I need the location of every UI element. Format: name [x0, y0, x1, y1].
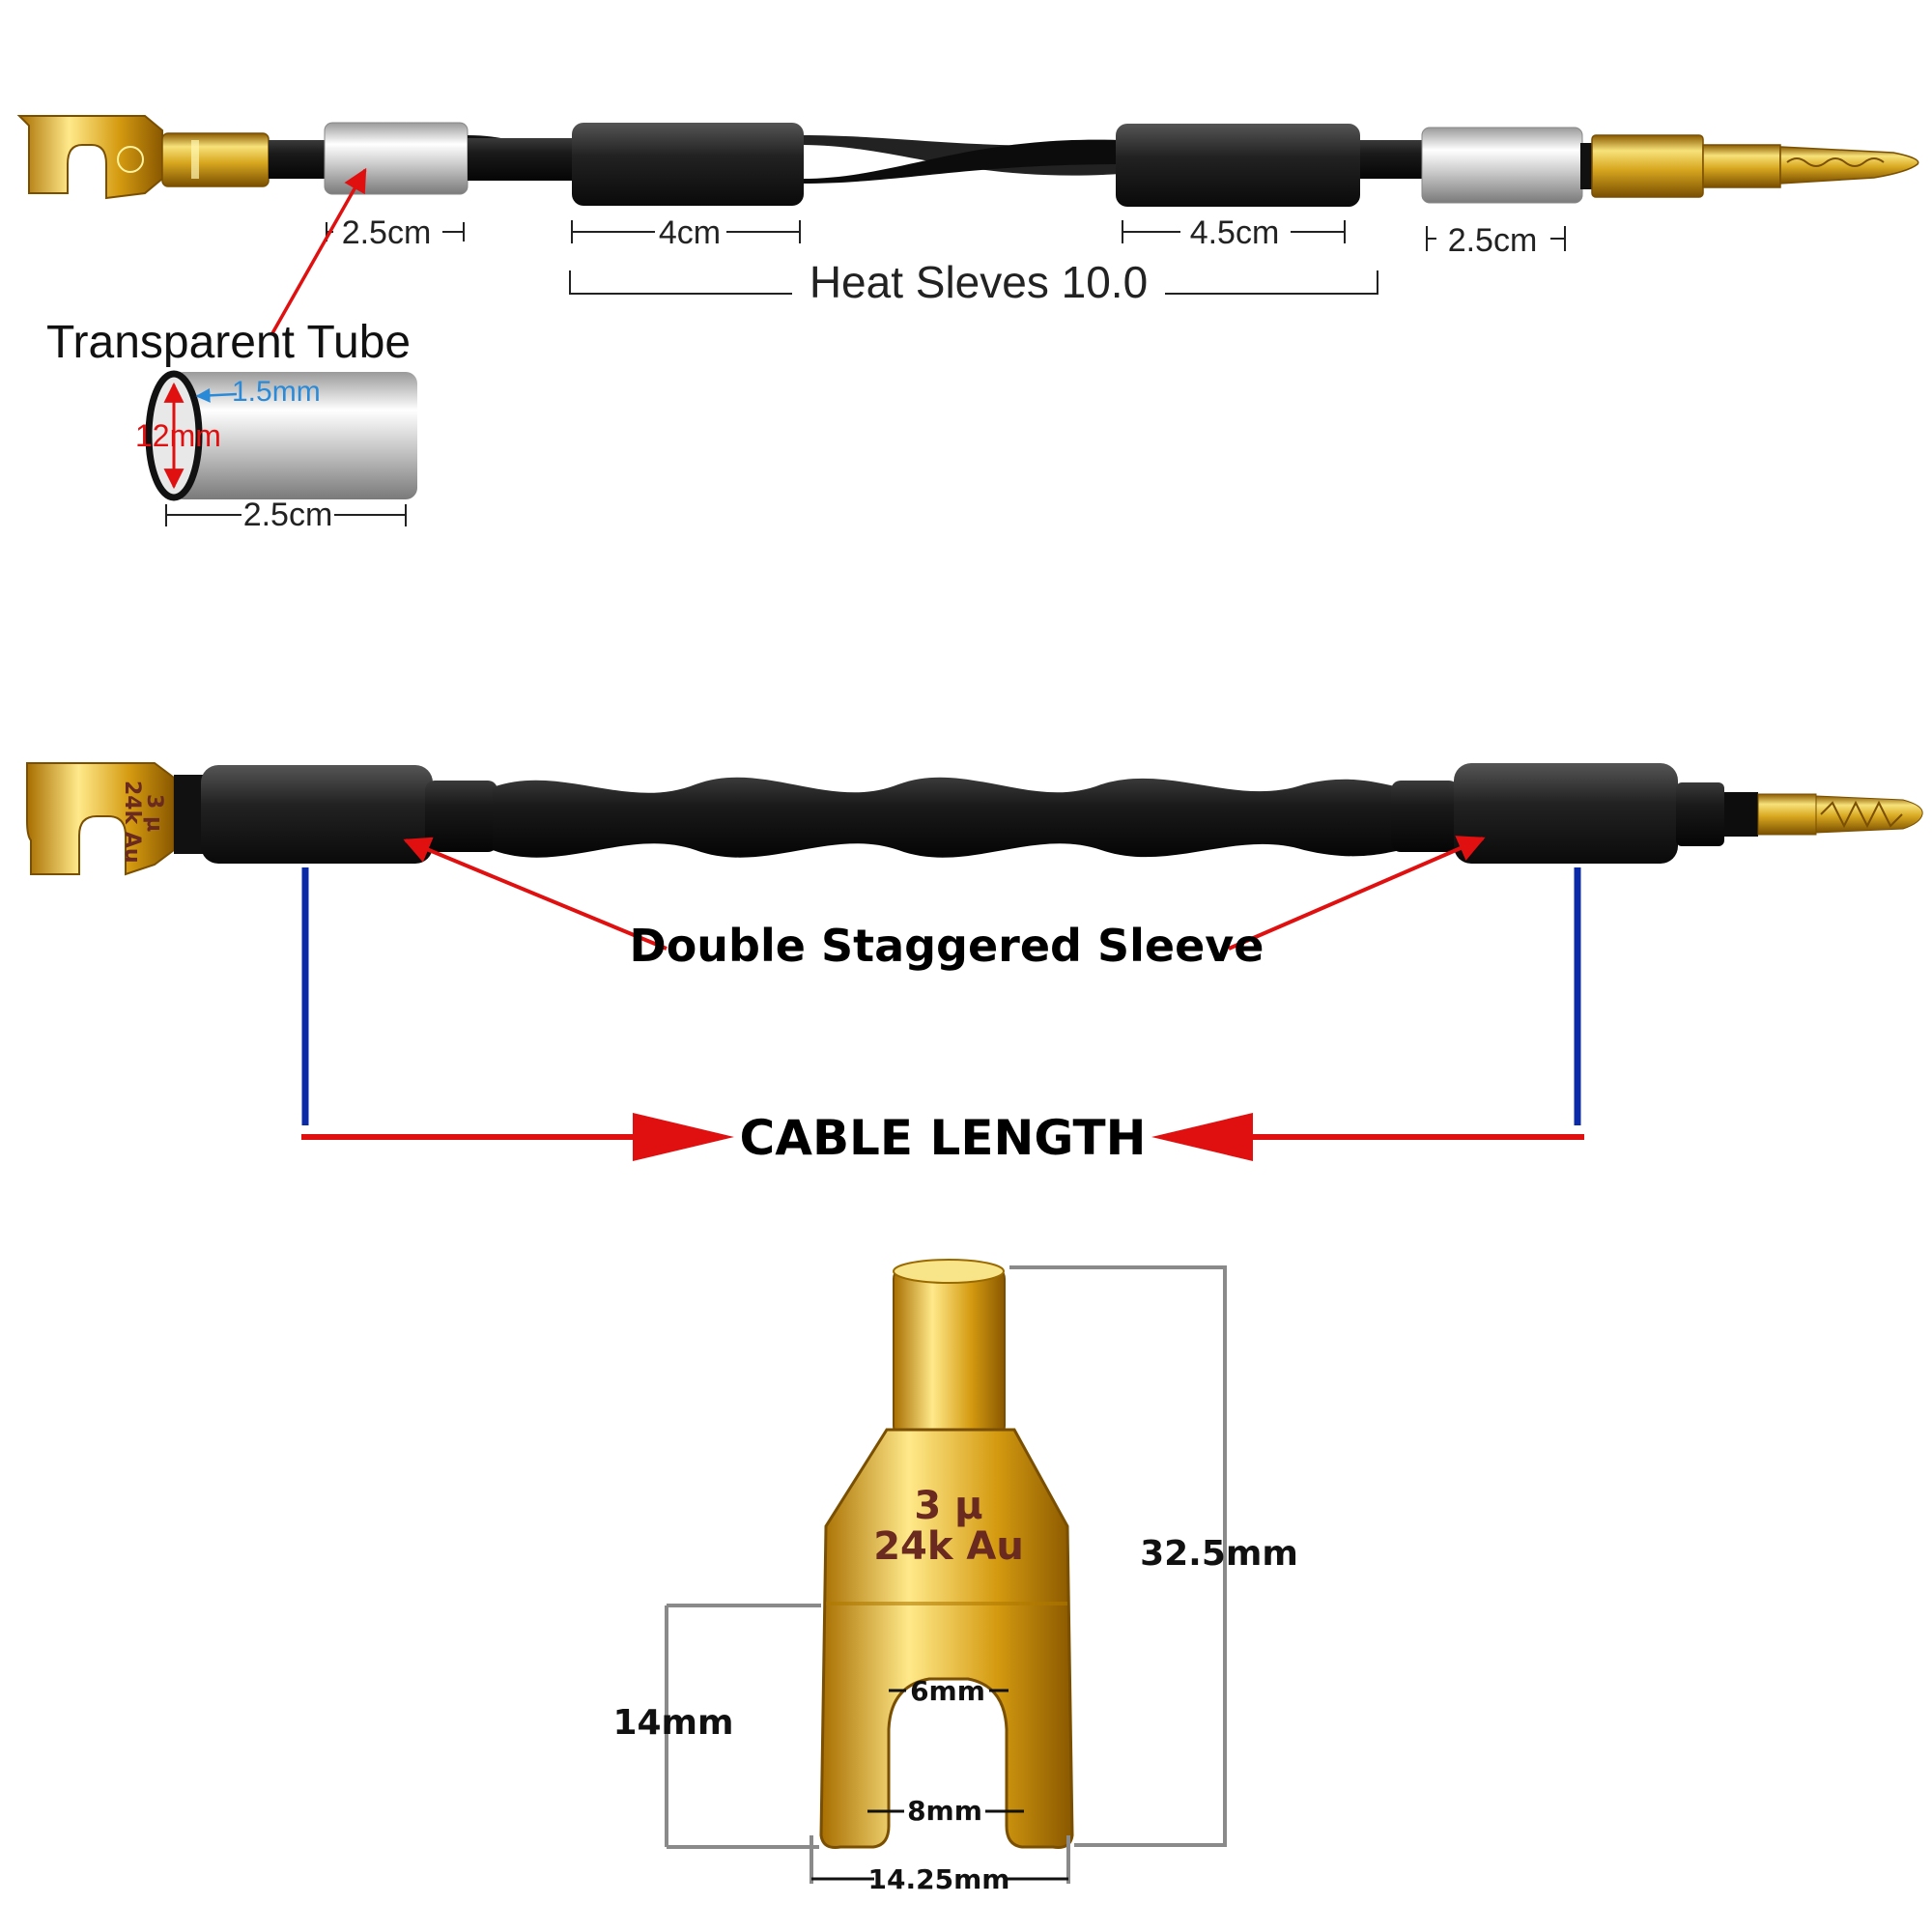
- spade-width-dim: [810, 1835, 1070, 1884]
- top-twisted-cable: [468, 135, 1424, 184]
- dim-sleeve-left-label: 4cm: [659, 214, 721, 251]
- dim-sleeve-right-label: 4.5cm: [1190, 214, 1280, 251]
- bottom-sleeve-right: [1454, 763, 1678, 864]
- spade-fork: [819, 1428, 1074, 1849]
- callout-arrow-left: [403, 837, 668, 951]
- bottom-cable: 3 μ 24k Au Double Staggered Sleeve: [26, 762, 1923, 1166]
- transparent-tube-body: [172, 372, 417, 499]
- bottom-spade-stamp-1: 3 μ: [142, 794, 166, 832]
- transparent-tube-title: Transparent Tube: [46, 317, 411, 368]
- dim-tube-right: [1426, 226, 1566, 251]
- bottom-spade-stamp-2: 24k Au: [120, 781, 144, 864]
- dim-tube-left-label: 2.5cm: [342, 214, 432, 251]
- dim-tube-right-label: 2.5cm: [1448, 222, 1538, 259]
- heat-sleeves-bracket: [569, 270, 1378, 295]
- spade-stamp-2: 24k Au: [873, 1524, 1024, 1569]
- tube-length-label: 2.5cm: [243, 497, 333, 533]
- tube-length-dim: [165, 504, 407, 526]
- spade-stamp-1: 3 μ: [914, 1484, 982, 1528]
- top-spade-connector: [16, 115, 270, 200]
- top-tube-left: [324, 122, 469, 195]
- spade-slot-outer-label: 8mm: [907, 1795, 982, 1827]
- spade-barrel: [893, 1264, 1006, 1440]
- double-staggered-sleeve-label: Double Staggered Sleeve: [630, 920, 1264, 972]
- top-cable: 2.5cm 4cm 4.5cm 2.5cm: [16, 115, 1919, 334]
- dim-sleeve-left: [571, 220, 801, 243]
- tube-wall-label: 1.5mm: [232, 376, 321, 408]
- spade-slot-inner-label: 6mm: [910, 1675, 985, 1707]
- top-heat-sleeve-left: [572, 123, 804, 206]
- bottom-banana-plug: [1757, 793, 1923, 836]
- spade-fork-depth-label: 14mm: [612, 1703, 733, 1743]
- spade-height-label: 32.5mm: [1140, 1534, 1298, 1574]
- top-banana-plug: [1580, 134, 1919, 198]
- spade-width-label: 14.25mm: [868, 1863, 1010, 1895]
- tube-wall-arrow: [195, 387, 238, 403]
- spade-height-dim: [1009, 1265, 1227, 1847]
- bottom-sleeve-left: [201, 765, 433, 864]
- bottom-twisted-cable: [493, 777, 1401, 858]
- spade-detail: 3 μ 24k Au 32.5mm 14mm 6mm 8mm: [612, 1259, 1298, 1895]
- heat-sleeves-label: Heat Sleves 10.0: [810, 257, 1148, 307]
- dim-sleeve-right: [1122, 220, 1346, 243]
- top-heat-sleeve-right: [1116, 124, 1360, 207]
- callout-arrow-right: [1228, 836, 1486, 951]
- cable-length-label: CABLE LENGTH: [740, 1110, 1147, 1166]
- tube-pointer-arrow: [270, 167, 367, 334]
- tube-diameter-label: 12mm: [135, 418, 221, 453]
- transparent-tube-detail: Transparent Tube 12mm 1.5mm 2.5cm: [46, 317, 417, 533]
- spade-fork-depth-dim: [665, 1604, 821, 1849]
- top-tube-right: [1421, 127, 1583, 204]
- bottom-spade-connector: 3 μ 24k Au: [26, 762, 175, 876]
